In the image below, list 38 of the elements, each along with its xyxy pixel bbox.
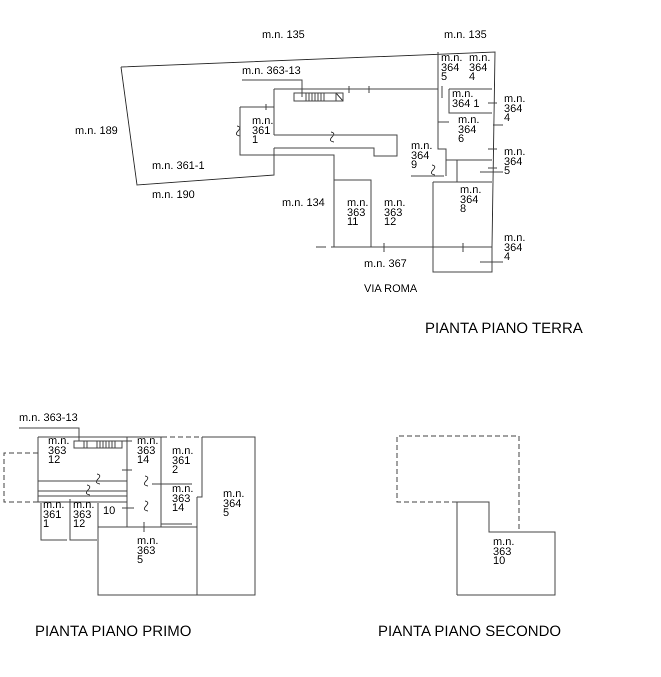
leader-line: [242, 80, 302, 98]
parcel-label: m.n. 363-13: [242, 67, 301, 76]
parcel-label: m.n. 363-13: [19, 414, 78, 424]
parcel-label: m.n. 367: [364, 260, 407, 270]
parcel-label: m.n. 363 12: [73, 501, 96, 530]
parcel-label: m.n. 363 12: [384, 199, 406, 228]
parcel-label: m.n. 364 4: [504, 234, 530, 262]
parcel-label: 10: [103, 507, 116, 516]
parcel-label: m.n. 363 14: [172, 485, 194, 514]
parcel-label: m.n. 363 14: [137, 437, 160, 466]
parcel-label: m.n. 364 9: [411, 142, 437, 170]
parcel-label: m.n. 361 2: [172, 447, 194, 476]
parcel-label: m.n. 135: [262, 31, 305, 40]
parcel-label: m.n. 364 5: [441, 54, 464, 82]
parcel-label: m.n. 364 4: [504, 95, 530, 124]
parcel-label: m.n. 363 5: [137, 537, 160, 566]
parcel-label: m.n. 364 1: [452, 90, 481, 109]
parcel-label: VIA ROMA: [364, 285, 418, 294]
parcel-label: m.n. 363 10: [493, 538, 516, 566]
leader-line: [492, 124, 504, 126]
parcel-label: m.n. 364 8: [460, 186, 482, 214]
plan-title: PIANTA PIANO PRIMO: [35, 623, 192, 641]
parcel-label: m.n. 363 11: [347, 199, 370, 228]
parcel-label: m.n. 361 1: [252, 117, 274, 146]
parcel-label: m.n. 364 6: [458, 116, 480, 144]
parcel-label: m.n. 361 1: [43, 501, 66, 530]
parcel-label: m.n. 364 4: [469, 54, 492, 82]
parcel-label: m.n. 364 5: [223, 490, 246, 518]
parcel-label: m.n. 189: [75, 127, 118, 136]
parcel-label: m.n. 134: [282, 199, 325, 208]
parcel-label: m.n. 135: [444, 31, 487, 40]
parcel-label: m.n. 190: [152, 191, 195, 200]
plan-title: PIANTA PIANO SECONDO: [378, 623, 562, 641]
parcel-label: m.n. 364 5: [504, 148, 530, 176]
leader-line: [18, 428, 80, 442]
plan-title: PIANTA PIANO TERRA: [425, 320, 583, 338]
parcel-label: m.n. 361-1: [152, 162, 205, 172]
parcel-label: m.n. 363 12: [48, 437, 70, 466]
